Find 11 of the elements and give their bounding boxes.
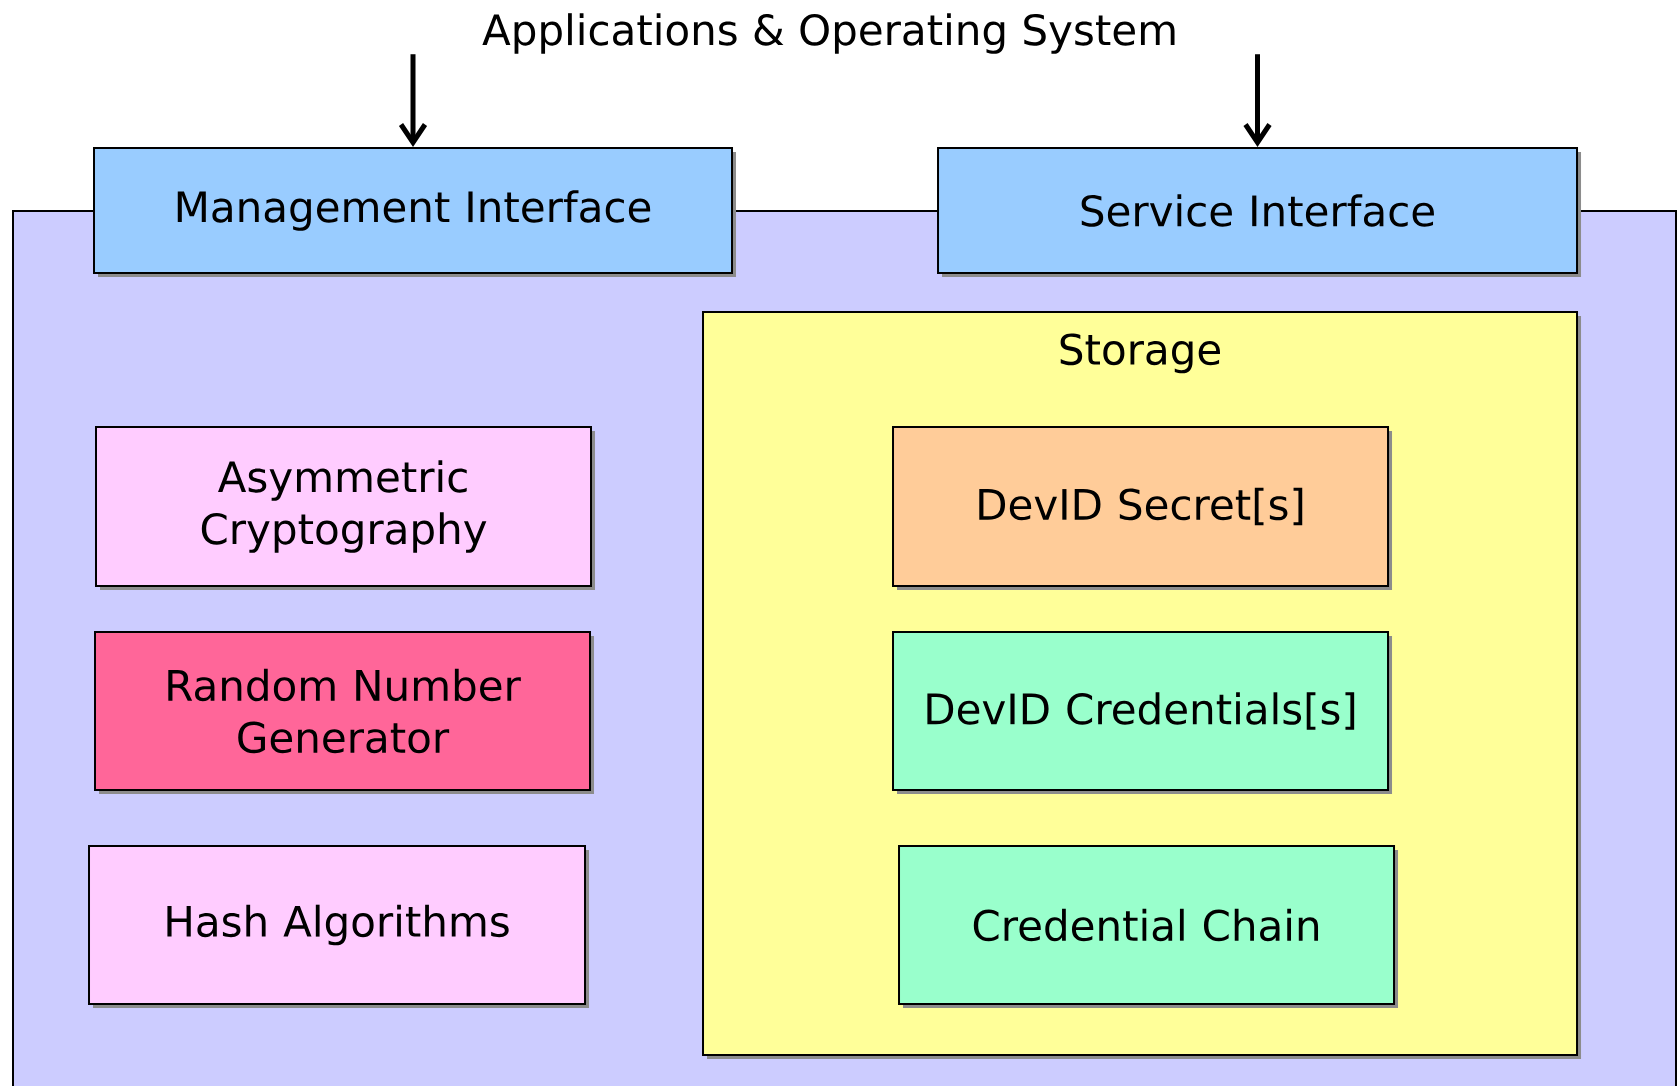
process-box: Hash Algorithms xyxy=(88,845,589,1008)
process-box: Asymmetric Cryptography xyxy=(95,426,595,590)
process-box: Credential Chain xyxy=(898,845,1398,1008)
arrow xyxy=(398,54,428,147)
arrow xyxy=(1243,54,1272,147)
process-box: DevID Credentials[s] xyxy=(892,631,1392,794)
heading-text: Applications & Operating System xyxy=(482,13,1175,54)
interface-box: Management Interface xyxy=(93,147,736,277)
process-box: DevID Secret[s] xyxy=(892,426,1392,590)
process-box: Random Number Generator xyxy=(94,631,594,794)
interface-box: Service Interface xyxy=(937,147,1582,277)
